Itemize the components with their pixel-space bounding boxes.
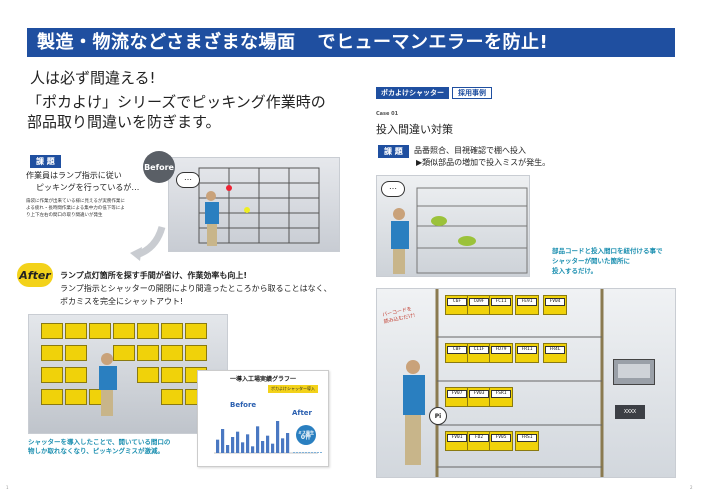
page-number-left: 1 (6, 485, 9, 490)
after-badge: After (17, 263, 53, 287)
issue-note-2: よる疲れ・長時間作業による集中力の低下等によ (26, 206, 125, 211)
device-display: XXXX (615, 405, 645, 419)
headline-line-3: 部品取り間違いを防ぎます。 (27, 113, 221, 131)
issue-text-2: ピッキングを行っているが… (36, 183, 140, 192)
mini-chart-bar-before (221, 429, 225, 453)
banner-text-2: でヒューマンエラーを防止! (317, 32, 549, 53)
shelf-code-label: C6F (447, 298, 467, 306)
mini-chart-bar-before (281, 438, 285, 453)
case-issue-line-1: 品番照合、目視確認で棚へ投入 (414, 146, 526, 155)
case-header-tag: 採用事例 (452, 87, 492, 99)
case-header: ポカよけシャッター 採用事例 (376, 87, 492, 99)
mini-chart-bar-after (296, 452, 298, 453)
shelf-code-label: FRS1 (517, 434, 537, 442)
monitor-device (613, 359, 655, 385)
after-line-1: ランプ指示とシャッターの開閉により間違ったところから取ることはなく、 (60, 284, 332, 293)
case-issue-tag: 課 題 (378, 145, 409, 158)
caption-right-line-2: シャッターが開いた箇所に (552, 257, 630, 265)
mini-chart-plot (214, 421, 322, 454)
worker-figure-after (99, 353, 117, 416)
shelf-code-label: C11F (469, 346, 489, 354)
mini-chart-bar-after (308, 452, 310, 453)
case-issue-line-2: ▶類似部品の増加で投入ミスが発生。 (416, 158, 551, 167)
mini-chart-bar-before (286, 433, 290, 453)
issue-tag: 課 題 (30, 155, 61, 168)
case-title: 投入間違い対策 (376, 123, 453, 136)
caption-right: 部品コードと投入間口を紐付ける事で シャッターが開いた箇所に 投入するだけ。 (552, 246, 663, 276)
caption-right-line-3: 投入するだけ。 (552, 267, 598, 275)
mini-chart-bar-before (231, 437, 235, 453)
zero-miss-top: ミス発生 (298, 430, 314, 435)
title-banner: 製造・物流などさまざまな場面でヒューマンエラーを防止! (27, 28, 675, 57)
mini-chart-card: 一導入工場実績グラフ一 ポカよけシャッター導入 Before After ミス発… (197, 370, 329, 467)
mini-chart-bar-before (261, 441, 265, 453)
shelf-code-label: FD2 (469, 434, 489, 442)
zero-miss-badge: ミス発生 0件 (296, 425, 316, 445)
shelf-code-label: FE91 (517, 298, 537, 306)
banner-text-1: 製造・物流などさまざまな場面 (37, 32, 296, 53)
case-top-shelf-illustration (391, 187, 528, 274)
shelf-code-label: C0F (447, 346, 467, 354)
mini-chart-bar-after (320, 452, 322, 453)
issue-note-1: 扇袋に作業が出来ている様に見えるが実務作業に (26, 199, 125, 204)
mini-chart-bar-after (317, 452, 319, 453)
pi-badge: Pi (429, 407, 447, 425)
shelf-code-label: FV04 (545, 298, 565, 306)
shelf-code-label: FR4L (545, 346, 565, 354)
shelf-code-label: FR11 (517, 346, 537, 354)
mini-chart-after-label: After (292, 409, 313, 417)
after-title: ランプ点灯箇所を探す手間が省け、作業効率も向上! (60, 271, 248, 280)
shelf-code-label: FD79 (491, 346, 511, 354)
shelf-code-label: FV01 (447, 434, 467, 442)
thought-bubble-right: … (381, 181, 405, 197)
mini-chart-bar-before (241, 442, 245, 453)
mini-chart-bar-before (271, 443, 275, 453)
shelf-code-label: C09F (469, 298, 489, 306)
shelf-code-label: FV03 (469, 390, 489, 398)
mini-chart-bar-before (246, 434, 250, 453)
mini-chart-before-label: Before (230, 401, 257, 409)
caption-right-line-1: 部品コードと投入間口を紐付ける事で (552, 247, 663, 255)
mini-chart-bar-after (293, 452, 295, 453)
headline-line-1: 人は必ず間違える! (30, 69, 156, 87)
mini-chart-legend: ポカよけシャッター導入 (268, 385, 318, 393)
shelf-code-label: FC11 (491, 298, 511, 306)
mini-chart-bar-before (266, 435, 270, 453)
mini-chart-bar-after (311, 452, 313, 453)
page-number-right: 2 (690, 485, 693, 490)
mini-chart-bar-after (314, 452, 316, 453)
before-badge: Before (143, 151, 175, 183)
before-shelf-illustration (198, 167, 320, 246)
caption-left: シャッターを導入したことで、開いている間口の 物しか取れなくなり、ピッキングミス… (28, 438, 170, 456)
case-number: Case 01 (376, 111, 399, 117)
after-line-2: ポカミスを完全にシャットアウト! (60, 297, 184, 306)
before-photo (168, 157, 340, 252)
curved-arrow-icon (130, 225, 166, 261)
thought-bubble-left: … (176, 172, 200, 188)
caption-left-line-1: シャッターを導入したことで、開いている間口の (28, 438, 171, 446)
issue-text-1: 作業員はランプ指示に従い (26, 171, 122, 180)
issue-note-3: り上下左右の間口の取り間違いが発生 (26, 213, 103, 218)
mini-chart-bar-before (256, 426, 260, 453)
mini-chart-bar-after (299, 452, 301, 453)
zero-miss-number: 0件 (300, 434, 312, 441)
shelf-code-label: FV05 (491, 434, 511, 442)
mini-chart-bar-before (226, 445, 230, 453)
mini-chart-bar-after (305, 452, 307, 453)
mini-chart-bar-before (276, 421, 280, 453)
after-photo (28, 314, 228, 434)
caption-left-line-2: 物しか取れなくなり、ピッキングミスが激減。 (28, 447, 165, 455)
shelf-code-label: FSR1 (491, 390, 511, 398)
mini-chart-bar-before (216, 439, 220, 453)
mini-chart-title: 一導入工場実績グラフ一 (229, 376, 296, 383)
case-header-product: ポカよけシャッター (376, 87, 449, 99)
headline-line-2: 「ポカよけ」シリーズでピッキング作業時の (27, 93, 326, 111)
mini-chart-bar-before (236, 431, 240, 453)
mini-chart-bar-after (302, 452, 304, 453)
shelf-code-label: FV07 (447, 390, 467, 398)
mini-chart-bar-before (251, 446, 255, 453)
